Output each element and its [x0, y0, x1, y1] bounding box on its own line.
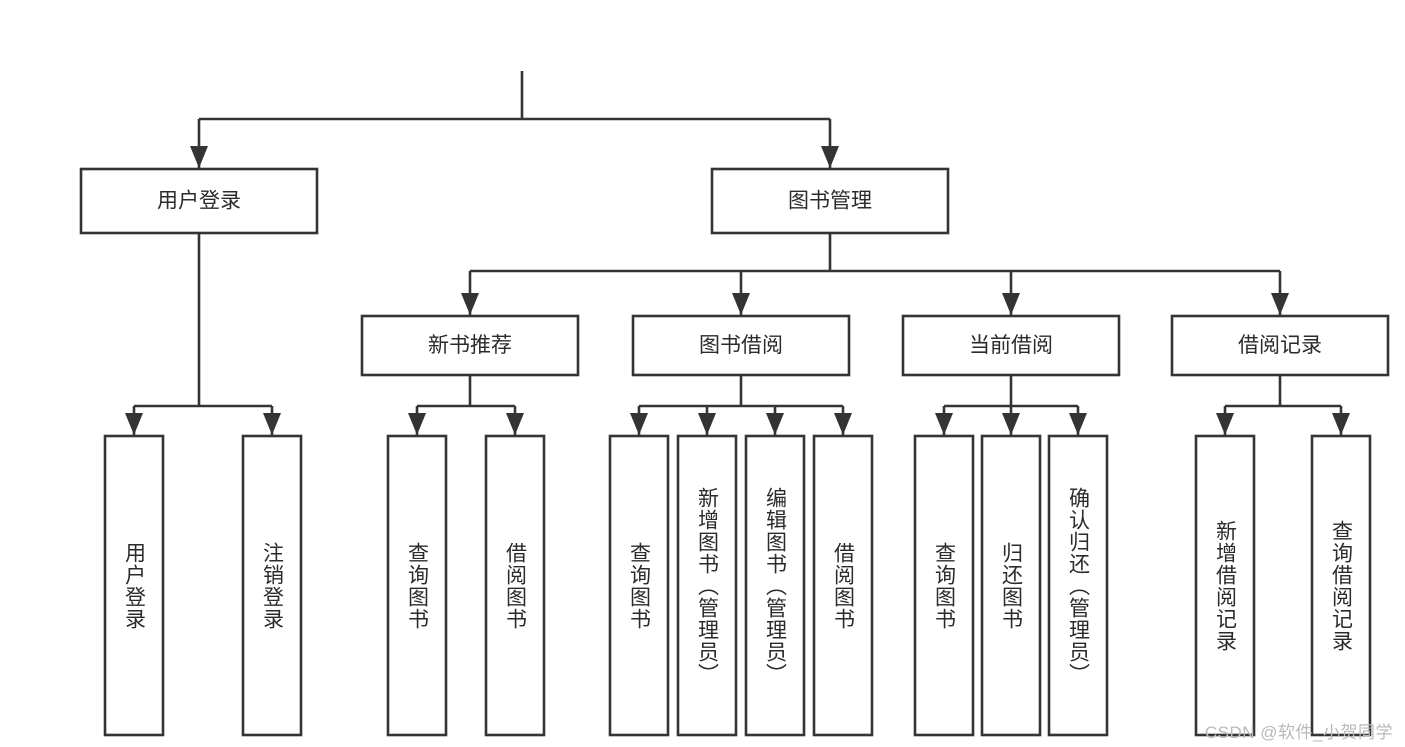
level1-label-1: 图书管理 — [788, 190, 872, 213]
box-layer — [79, 167, 1390, 737]
leaf-box-12 — [1310, 434, 1372, 737]
arrow-head-level1-1 — [821, 146, 839, 168]
arrow-head-leaf-11 — [1216, 413, 1234, 435]
level2-box-3 — [1170, 314, 1390, 377]
leaf-box-1 — [241, 434, 303, 737]
level2-box-0 — [360, 314, 580, 377]
leaf-box-3 — [484, 434, 546, 737]
leaf-box-10 — [1047, 434, 1109, 737]
arrow-head-leaf-9 — [1002, 413, 1020, 435]
leaf-box-11 — [1194, 434, 1256, 737]
arrow-head-leaf-5 — [698, 413, 716, 435]
connector-layer — [125, 71, 1350, 435]
arrow-head-level2-0 — [461, 293, 479, 315]
arrow-head-level2-3 — [1271, 293, 1289, 315]
level1-box-0 — [79, 167, 319, 235]
leaf-box-0 — [103, 434, 165, 737]
arrow-head-leaf-8 — [935, 413, 953, 435]
arrow-head-leaf-3 — [506, 413, 524, 435]
level2-label-3: 借阅记录 — [1238, 334, 1322, 357]
level2-box-1 — [631, 314, 851, 377]
level1-box-1 — [710, 167, 950, 235]
level2-box-2 — [901, 314, 1121, 377]
level1-label-0: 用户登录 — [157, 190, 241, 213]
arrow-head-leaf-4 — [630, 413, 648, 435]
leaf-box-8 — [913, 434, 975, 737]
level2-label-2: 当前借阅 — [969, 334, 1053, 357]
level2-label-0: 新书推荐 — [428, 334, 512, 357]
arrow-head-level2-1 — [732, 293, 750, 315]
watermark: CSDN @软件_小贺同学 — [1204, 723, 1393, 742]
arrow-head-leaf-7 — [834, 413, 852, 435]
leaf-box-7 — [812, 434, 874, 737]
arrow-head-leaf-0 — [125, 413, 143, 435]
arrow-head-level2-2 — [1002, 293, 1020, 315]
arrow-head-leaf-1 — [263, 413, 281, 435]
leaf-box-2 — [386, 434, 448, 737]
leaf-box-6 — [744, 434, 806, 737]
level2-label-1: 图书借阅 — [699, 334, 783, 357]
arrow-head-level1-0 — [190, 146, 208, 168]
arrow-head-leaf-6 — [766, 413, 784, 435]
arrow-head-leaf-2 — [408, 413, 426, 435]
arrow-head-leaf-10 — [1069, 413, 1087, 435]
leaf-box-4 — [608, 434, 670, 737]
leaf-box-5 — [676, 434, 738, 737]
leaf-box-9 — [980, 434, 1042, 737]
arrow-head-leaf-12 — [1332, 413, 1350, 435]
